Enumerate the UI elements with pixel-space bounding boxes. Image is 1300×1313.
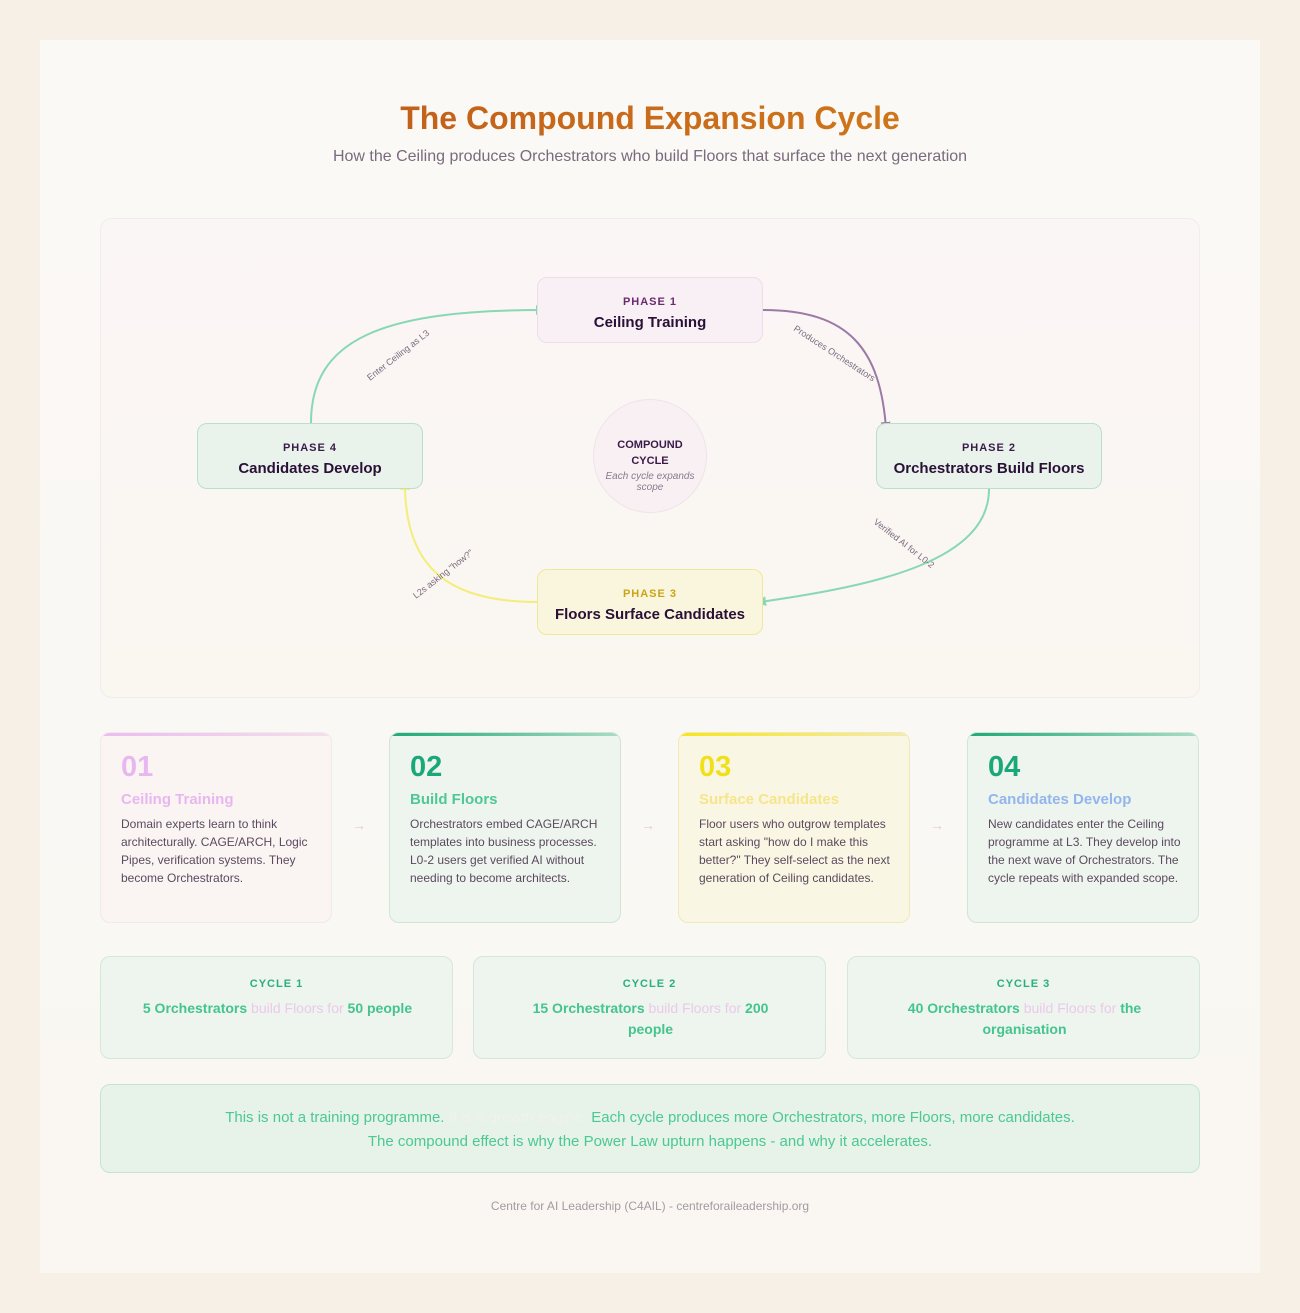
cycle-label: CYCLE 1 <box>249 978 304 990</box>
cycle-label: CYCLE 3 <box>996 978 1051 990</box>
step-number: 03 <box>699 751 732 783</box>
banner-part-1: This is not a training programme. <box>225 1109 445 1126</box>
cycle-reach: 50 people <box>347 1000 413 1016</box>
step-accent-bar <box>679 733 909 736</box>
cycle-line: 40 Orchestrators build Floors for the or… <box>888 998 1161 1040</box>
step-card-03: 03 Surface Candidates Floor users who ou… <box>678 732 910 923</box>
cycle-card-2: CYCLE 2 15 Orchestrators build Floors fo… <box>473 956 826 1059</box>
banner-part-3: Each cycle produces more Orchestrators, … <box>591 1109 1075 1126</box>
phase-3-label: PHASE 3 <box>622 588 678 600</box>
cycle-connector: build Floors for <box>251 1000 344 1016</box>
step-accent-bar <box>390 733 620 736</box>
step-card-01: 01 Ceiling Training Domain experts learn… <box>100 732 332 923</box>
banner-line-1: This is not a training programme. It is … <box>101 1109 1199 1126</box>
step-arrow-icon: → <box>641 817 655 833</box>
cycle-orchestrators: 15 Orchestrators <box>532 1000 645 1016</box>
banner-part-2: It is a growth engine. <box>448 1109 588 1126</box>
phase-3-node: PHASE 3 Floors Surface Candidates <box>537 569 763 635</box>
cycle-card-1: CYCLE 1 5 Orchestrators build Floors for… <box>100 956 453 1059</box>
cycle-connector: build Floors for <box>648 1000 742 1016</box>
center-title-line2: CYCLE <box>631 455 669 467</box>
phase-1-label: PHASE 1 <box>622 296 678 308</box>
phase-4-node: PHASE 4 Candidates Develop <box>197 423 423 489</box>
step-text: Floor users who outgrow templates start … <box>699 817 890 885</box>
page-subtitle: How the Ceiling produces Orchestrators w… <box>332 148 968 165</box>
phase-2-label: PHASE 2 <box>961 442 1017 454</box>
page-title: The Compound Expansion Cycle <box>0 100 1300 137</box>
step-card-02: 02 Build Floors Orchestrators embed CAGE… <box>389 732 621 923</box>
step-heading: Ceiling Training <box>121 791 234 808</box>
phase-4-name: Candidates Develop <box>238 460 382 477</box>
phase-1-node: PHASE 1 Ceiling Training <box>537 277 763 343</box>
step-arrow-icon: → <box>930 817 944 833</box>
step-text: Orchestrators embed CAGE/ARCH templates … <box>410 817 598 885</box>
cycle-reach: the organisation <box>982 1000 1142 1037</box>
cycle-reach: 200 people <box>627 1000 769 1037</box>
step-number: 01 <box>121 751 154 783</box>
step-arrow-icon: → <box>352 817 366 833</box>
compound-cycle-center: COMPOUND CYCLE Each cycle expands scope <box>593 399 707 513</box>
step-heading: Candidates Develop <box>988 791 1132 808</box>
step-heading: Build Floors <box>410 791 498 808</box>
step-accent-bar <box>968 733 1198 736</box>
cycle-connector: build Floors for <box>1023 1000 1117 1016</box>
step-text: Domain experts learn to think architectu… <box>121 817 308 885</box>
step-heading: Surface Candidates <box>699 791 840 808</box>
footer-credit: Centre for AI Leadership (C4AIL) - centr… <box>490 1199 810 1213</box>
center-title-line1: COMPOUND <box>617 439 683 451</box>
step-number: 04 <box>988 751 1021 783</box>
step-card-04: 04 Candidates Develop New candidates ent… <box>967 732 1199 923</box>
center-caption: Each cycle expands scope <box>605 471 695 493</box>
cycle-orchestrators: 40 Orchestrators <box>907 1000 1020 1016</box>
phase-3-name: Floors Surface Candidates <box>554 606 746 623</box>
cycle-line: 5 Orchestrators build Floors for 50 peop… <box>141 998 414 1019</box>
step-accent-bar <box>101 733 331 736</box>
phase-4-label: PHASE 4 <box>282 442 338 454</box>
step-text: New candidates enter the Ceiling program… <box>988 817 1181 885</box>
phase-1-name: Ceiling Training <box>593 314 707 331</box>
cycle-orchestrators: 5 Orchestrators <box>142 1000 248 1016</box>
cycle-line: 15 Orchestrators build Floors for 200 pe… <box>514 998 787 1040</box>
center-title: COMPOUND CYCLE <box>594 437 706 469</box>
step-number: 02 <box>410 751 443 783</box>
phase-2-name: Orchestrators Build Floors <box>893 460 1085 477</box>
banner-line-2: The compound effect is why the Power Law… <box>367 1133 933 1150</box>
phase-2-node: PHASE 2 Orchestrators Build Floors <box>876 423 1102 489</box>
cycle-card-3: CYCLE 3 40 Orchestrators build Floors fo… <box>847 956 1200 1059</box>
summary-banner: This is not a training programme. It is … <box>100 1084 1200 1173</box>
cycle-label: CYCLE 2 <box>622 978 677 990</box>
